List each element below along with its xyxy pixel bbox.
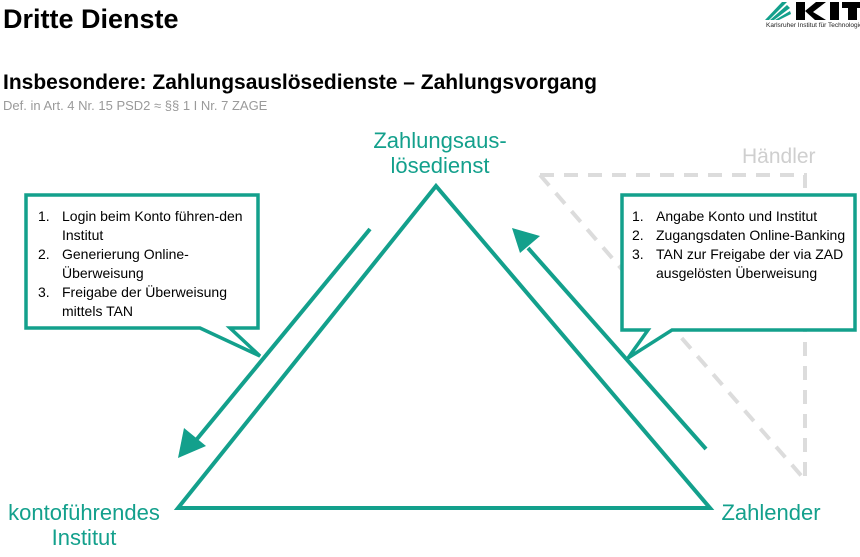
list-item-number: 3. (38, 284, 50, 300)
list-item-number: 2. (38, 246, 50, 262)
callout-left-list: 1. Login beim Konto führen-den Institut 2… (38, 207, 258, 321)
node-bank-line1: kontoführendes (8, 500, 160, 525)
node-pisp: Zahlungsaus- lösedienst (360, 128, 520, 178)
main-triangle (173, 182, 715, 510)
node-pisp-line2: lösedienst (390, 153, 490, 178)
merchant-link-dashed (540, 173, 807, 480)
list-item: 1. Login beim Konto führen-den Institut (38, 207, 258, 245)
list-item-text: Generierung Online-Überweisung (62, 246, 189, 281)
arrow-payer-to-pisp (526, 246, 708, 451)
list-item-number: 2. (632, 227, 644, 243)
slide-subtitle: Insbesondere: Zahlungsauslösedienste – Z… (3, 71, 597, 94)
list-item: 2. Generierung Online-Überweisung (38, 245, 258, 283)
list-item-text: Login beim Konto führen-den Institut (62, 208, 243, 243)
arrow-pisp-to-bank-head (178, 428, 206, 458)
list-item-number: 1. (632, 208, 644, 224)
node-pisp-line1: Zahlungsaus- (373, 128, 507, 153)
list-item-text: Freigabe der Überweisung mittels TAN (62, 284, 227, 319)
list-item: 3. TAN zur Freigabe der via ZAD ausgelöst… (632, 245, 852, 283)
slide-title: Dritte Dienste (3, 4, 179, 34)
arrow-payer-to-pisp-head (512, 228, 540, 253)
kit-logo (760, 0, 860, 36)
kit-logo-icon (765, 2, 860, 20)
list-item: 1. Angabe Konto und Institut (632, 207, 852, 226)
node-bank-line2: Institut (51, 525, 117, 550)
node-payer: Zahlender (721, 500, 821, 525)
list-item-number: 3. (632, 246, 644, 262)
node-bank: kontoführendes Institut (0, 500, 168, 550)
node-merchant: Händler (742, 145, 816, 168)
list-item: 2. Zugangsdaten Online-Banking (632, 226, 852, 245)
list-item-text: TAN zur Freigabe der via ZAD ausgelösten… (656, 246, 844, 281)
legal-reference: Def. in Art. 4 Nr. 15 PSD2 ≈ §§ 1 I Nr. … (3, 98, 268, 113)
list-item-text: Angabe Konto und Institut (656, 208, 818, 224)
callout-right-list: 1. Angabe Konto und Institut 2. Zugangsdat… (632, 207, 852, 283)
callout-left-box (24, 193, 262, 358)
list-item: 3. Freigabe der Überweisung mittels TAN (38, 283, 258, 321)
logo-caption: Karlsruher Institut für Technologie (766, 22, 860, 29)
callout-right-box (620, 193, 857, 360)
list-item-text: Zugangsdaten Online-Banking (656, 227, 846, 243)
arrow-pisp-to-bank (195, 227, 372, 441)
list-item-number: 1. (38, 208, 50, 224)
